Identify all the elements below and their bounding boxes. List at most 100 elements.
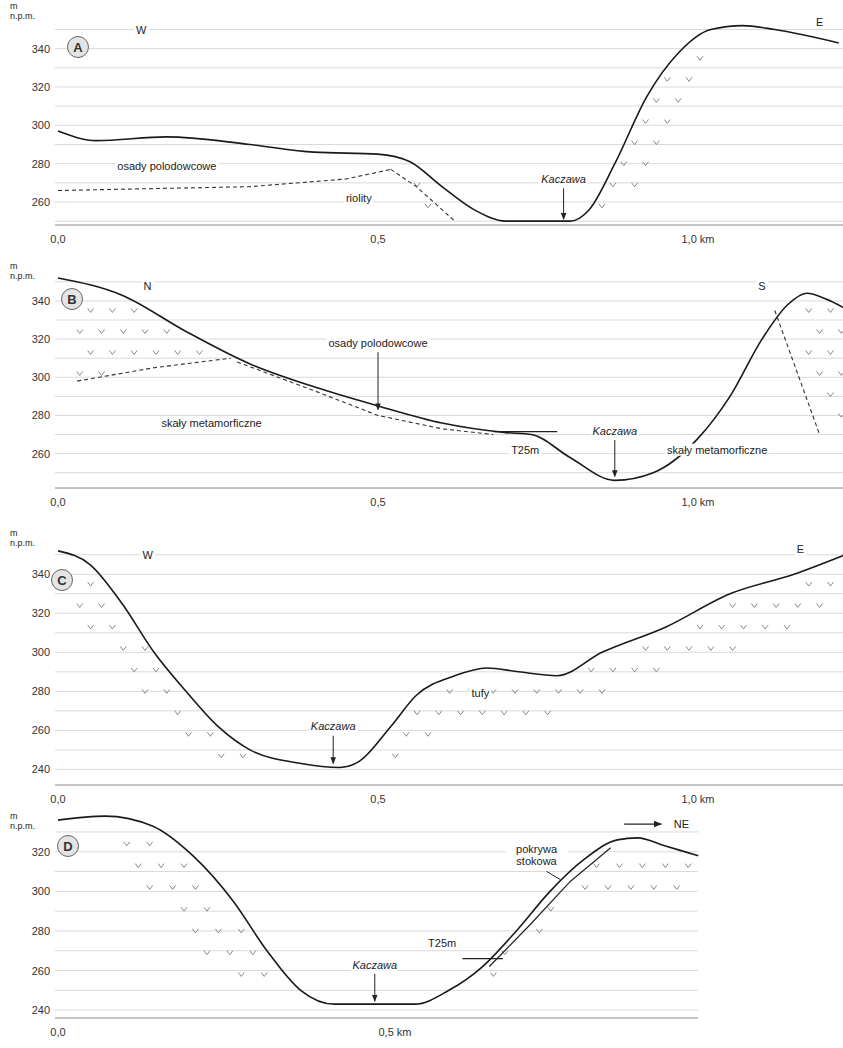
axis-tick-label: 240 [32, 1004, 50, 1017]
rock-symbol [192, 885, 198, 889]
river-label: Kaczawa [539, 173, 588, 186]
axis-tick-label: 300 [32, 885, 50, 898]
rock-symbol [632, 183, 638, 187]
rock-symbol [164, 689, 170, 693]
grid-line [55, 593, 843, 594]
axis-unit: m n.p.m. [10, 262, 44, 282]
rock-symbol [131, 308, 137, 312]
rock-symbol [730, 646, 736, 650]
grid-line [55, 851, 698, 852]
grid-line [55, 1010, 698, 1011]
rock-symbol [175, 350, 181, 354]
axis-line [55, 488, 843, 489]
rock-symbol [142, 646, 148, 650]
axis-tick-label: 0,5 [370, 233, 385, 246]
pointer-arrow [563, 188, 564, 219]
rock-symbol [708, 646, 714, 650]
pointer-arrow [378, 352, 379, 410]
rock-symbol [610, 183, 616, 187]
geologic-boundary [775, 310, 820, 434]
profile-panel [55, 816, 698, 1018]
rock-symbol [643, 646, 649, 650]
rock-symbol [124, 842, 130, 846]
rock-symbol [536, 929, 542, 933]
grid-line [55, 125, 843, 126]
rock-symbol [555, 689, 561, 693]
axis-tick-label: 280 [32, 925, 50, 938]
rock-symbol [175, 711, 181, 715]
rock-symbol [215, 929, 221, 933]
rock-symbol [827, 350, 833, 354]
pointer-arrow [374, 974, 375, 1001]
river-label: Kaczawa [309, 720, 358, 733]
direction-label: E [795, 543, 806, 556]
rock-symbol [599, 204, 605, 208]
rock-symbol [697, 625, 703, 629]
leader-line [547, 871, 561, 879]
axis-tick-label: 320 [32, 81, 50, 94]
rock-symbol [643, 120, 649, 124]
grid-line [55, 48, 843, 49]
rock-symbol [447, 689, 453, 693]
direction-label: E [814, 16, 825, 29]
panel-badge: D [57, 835, 79, 857]
river-label: Kaczawa [590, 424, 639, 437]
rock-symbol [99, 371, 105, 375]
rock-symbol [685, 864, 691, 868]
rock-label: tufy [470, 687, 492, 700]
panel-letter: D [63, 839, 72, 854]
rock-symbol [204, 907, 210, 911]
rock-symbol [153, 668, 159, 672]
grid-line [55, 144, 843, 145]
rock-symbol [577, 689, 583, 693]
rock-symbol [674, 885, 680, 889]
grid-line [55, 29, 843, 30]
rock-symbol [109, 350, 115, 354]
rock-symbol [773, 603, 779, 607]
rock-symbol [628, 885, 634, 889]
rock-symbol [204, 951, 210, 955]
direction-label: S [756, 279, 767, 292]
rock-symbol [196, 350, 202, 354]
grid-line [55, 377, 843, 378]
grid-line [55, 632, 843, 633]
rock-symbol [403, 732, 409, 736]
axis-unit: m n.p.m. [10, 812, 44, 832]
axis-tick-label: 320 [32, 607, 50, 620]
rock-symbol [99, 329, 105, 333]
terrain-profile [58, 26, 839, 222]
grid-line [55, 320, 843, 321]
grid-line [55, 554, 843, 555]
rock-symbol [806, 308, 812, 312]
grid-line [55, 300, 843, 301]
rock-symbol [545, 711, 551, 715]
rock-symbol [77, 603, 83, 607]
grid-line [55, 574, 843, 575]
grid-line [55, 652, 843, 653]
axis-tick-label: 320 [32, 333, 50, 346]
rock-symbol [164, 329, 170, 333]
geologic-boundary [237, 362, 493, 435]
axis-line [55, 785, 843, 786]
rock-symbol [719, 625, 725, 629]
rock-symbol [88, 350, 94, 354]
rock-symbol [621, 162, 627, 166]
rock-symbol [643, 162, 649, 166]
rock-symbol [653, 668, 659, 672]
rock-symbol [88, 582, 94, 586]
rock-symbol [632, 668, 638, 672]
rock-symbol [207, 732, 213, 736]
grid-line [55, 730, 843, 731]
axis-tick-label: 0,5 [370, 496, 385, 509]
grid-line [55, 202, 843, 203]
rock-symbol [181, 907, 187, 911]
grid-line [55, 396, 843, 397]
grid-line [55, 671, 843, 672]
rock-symbol [131, 668, 137, 672]
rock-symbol [534, 689, 540, 693]
rock-symbol [131, 350, 137, 354]
rock-symbol [414, 711, 420, 715]
rock-symbol [135, 864, 141, 868]
terrain-profile [58, 278, 843, 480]
terrain-profile [58, 551, 843, 768]
